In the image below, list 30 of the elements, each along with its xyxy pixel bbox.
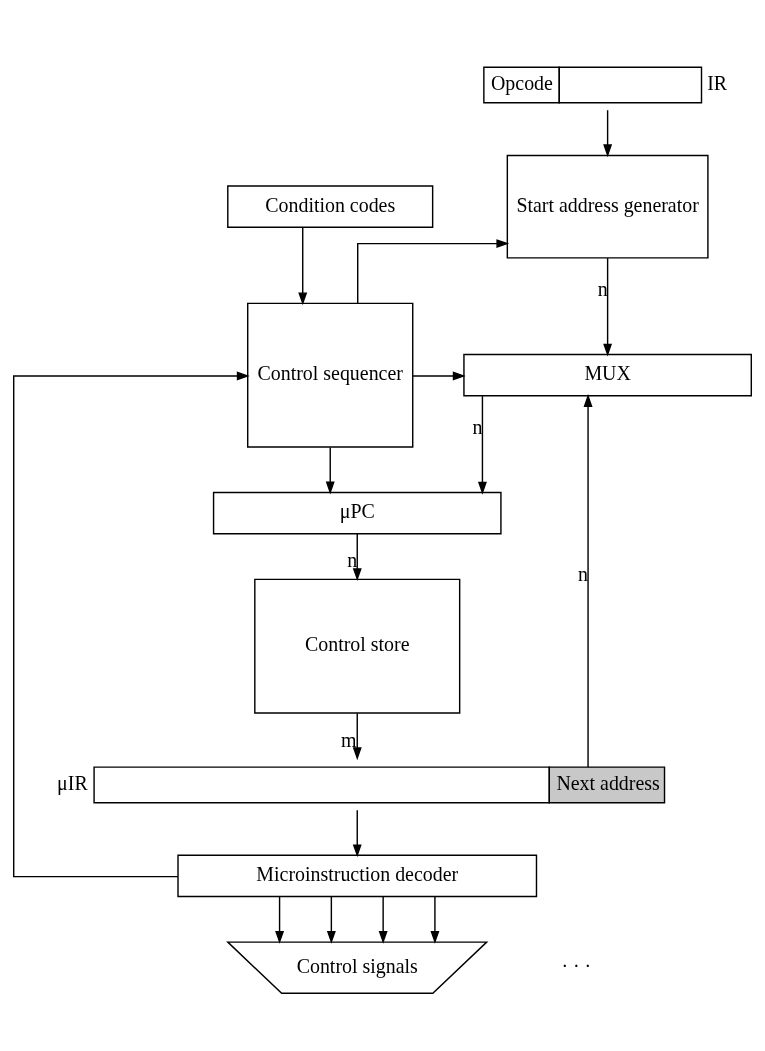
arrow [275,895,285,944]
node-box: Microinstruction decoder [177,854,538,897]
arrow [352,711,362,760]
node-box: μPC [212,491,502,535]
edge-label: n [347,548,358,571]
arrow [352,532,362,581]
arrow [603,109,613,157]
edge-label: n [597,277,608,300]
node-box: Start address generator [506,154,709,259]
arrow [378,895,388,944]
arrow [477,394,487,495]
node-box: Control store [254,578,461,714]
arrow [603,256,613,356]
node-box: Condition codes [227,184,434,228]
arrow [430,895,440,944]
node-label: μIR [57,771,88,794]
label: · · · [561,954,592,977]
edge-label: m [340,728,357,751]
arrow [352,809,362,857]
arrow [13,370,250,877]
edge-label: n [472,415,483,438]
node-label: IR [707,71,728,94]
arrow [357,238,510,304]
arrow [298,226,308,305]
arrow [325,446,335,494]
arrow [412,370,466,380]
node-box: Control sequencer [247,302,414,448]
arrow [583,393,593,768]
arrow [326,895,336,944]
node-box: MUX [463,353,752,397]
